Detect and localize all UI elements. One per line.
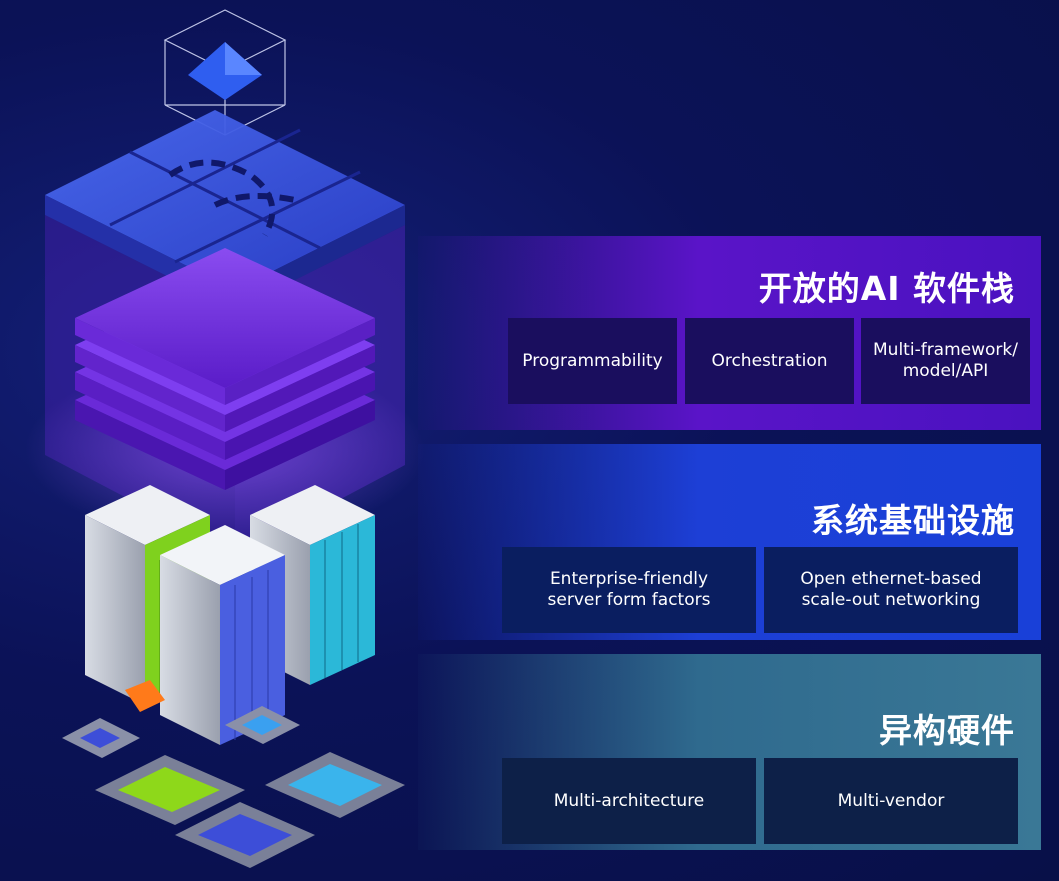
server-rack-blue [160,525,285,745]
chip-small-blue [62,718,140,758]
chip-blue [175,802,315,868]
infrastructure-slab-stack [75,248,375,490]
infrastructure-panel: 系统基础设施 Enterprise-friendly server form f… [418,444,1041,640]
software-stack-title: 开放的AI 软件栈 [758,269,1015,308]
card-orchestration: Orchestration [685,318,854,404]
card-server-form-factors: Enterprise-friendly server form factors [502,547,756,633]
chip-small-cyan [225,706,300,744]
hardware-title: 异构硬件 [879,711,1015,750]
stack-illustration [25,9,425,868]
card-programmability: Programmability [508,318,677,404]
chip-cyan [265,752,405,818]
infrastructure-title: 系统基础设施 [811,501,1015,540]
card-multi-vendor: Multi-vendor [764,758,1018,844]
card-scale-out-networking: Open ethernet-based scale-out networking [764,547,1018,633]
chip-green [95,755,245,825]
card-multi-architecture: Multi-architecture [502,758,756,844]
software-stack-panel: 开放的AI 软件栈 Programmability Orchestration … [418,236,1041,430]
hardware-panel: 异构硬件 Multi-architecture Multi-vendor [418,654,1041,850]
card-multi-framework: Multi-framework/ model/API [861,318,1030,404]
